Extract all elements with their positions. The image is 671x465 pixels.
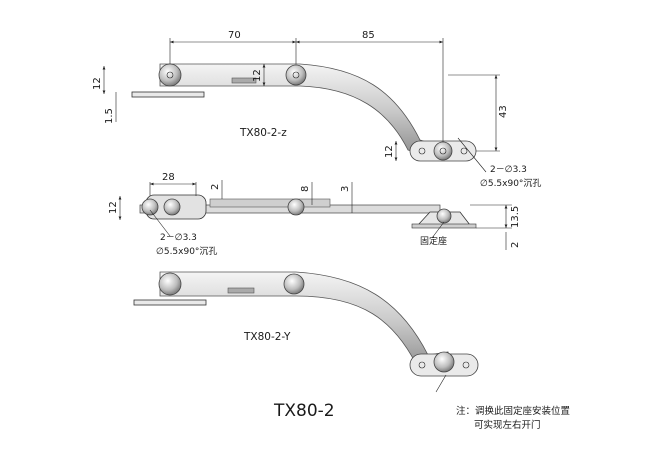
dim-side-3: 3 — [340, 186, 351, 192]
note-line-1: 注：调换此固定座安装位置 — [456, 405, 570, 417]
leader-line — [457, 137, 487, 173]
view-z-label: TX80-2-z — [239, 127, 287, 139]
mid-pivot-cap — [285, 64, 307, 86]
dim-side-12: 12 — [108, 201, 119, 214]
callout-mid-holes: 2－∅3.3 — [160, 233, 197, 243]
dim-85: 85 — [362, 30, 375, 41]
y-left-cap — [158, 272, 182, 296]
side-left-cap — [141, 198, 159, 216]
y-arm-slot — [227, 287, 255, 294]
y-arm — [159, 271, 453, 373]
dim-13-5: 13.5 — [510, 206, 521, 228]
view-y-label: TX80-2-Y — [243, 331, 291, 343]
view-side: 28 12 2 8 3 13.5 2 2－∅3.3 ∅5.5x90°沉孔 固定座 — [108, 172, 521, 257]
left-pivot-hole — [166, 71, 174, 79]
z-arm — [159, 63, 453, 159]
dim-left-12: 12 — [92, 77, 103, 90]
callout-mount-base: 固定座 — [420, 235, 447, 247]
view-z: 70 85 12 1.5 12 43 12 2－∅3.3 ∅5.5x90°沉孔 … — [92, 30, 541, 189]
callout-top-holes: 2－∅3.3 — [490, 165, 527, 175]
y-left-plate — [133, 299, 207, 306]
arm-slot — [231, 77, 257, 84]
dim-70: 70 — [228, 30, 241, 41]
right-pivot-cap — [433, 141, 453, 161]
dim-1-5: 1.5 — [104, 108, 115, 124]
side-right-cap — [436, 208, 452, 224]
model-title: TX80-2 — [273, 401, 335, 421]
leader-line — [431, 221, 445, 239]
y-plate-hole-left — [418, 361, 426, 369]
callout-top-countersink: ∅5.5x90°沉孔 — [480, 178, 541, 189]
left-mount-plate — [131, 91, 205, 98]
y-mid-cap — [283, 273, 305, 295]
note-line-2: 可实现左右开门 — [474, 419, 541, 431]
y-pin-line — [435, 374, 447, 393]
right-plate-hole-left — [418, 147, 426, 155]
dim-mid-12: 12 — [252, 69, 263, 82]
right-pivot-hole — [439, 147, 447, 155]
view-y: TX80-2-Y — [133, 271, 479, 393]
mid-pivot-hole — [292, 71, 300, 79]
dim-43: 43 — [498, 105, 509, 118]
y-right-cap — [433, 351, 455, 373]
callout-mid-countersink: ∅5.5x90°沉孔 — [156, 246, 217, 257]
side-bar-inner — [209, 198, 331, 208]
side-left-cap-2 — [163, 198, 181, 216]
side-mid-cap — [287, 198, 305, 216]
left-pivot-cap — [158, 63, 182, 87]
dim-side-2: 2 — [210, 184, 221, 190]
dim-28: 28 — [162, 172, 175, 183]
dim-right-12: 12 — [384, 145, 395, 158]
side-base-plate — [411, 223, 477, 229]
right-plate-hole-right — [460, 147, 468, 155]
y-plate-hole-right — [462, 361, 470, 369]
dim-side-8: 8 — [300, 186, 311, 192]
leader-line — [149, 209, 171, 237]
dim-side-right-2: 2 — [510, 242, 521, 248]
